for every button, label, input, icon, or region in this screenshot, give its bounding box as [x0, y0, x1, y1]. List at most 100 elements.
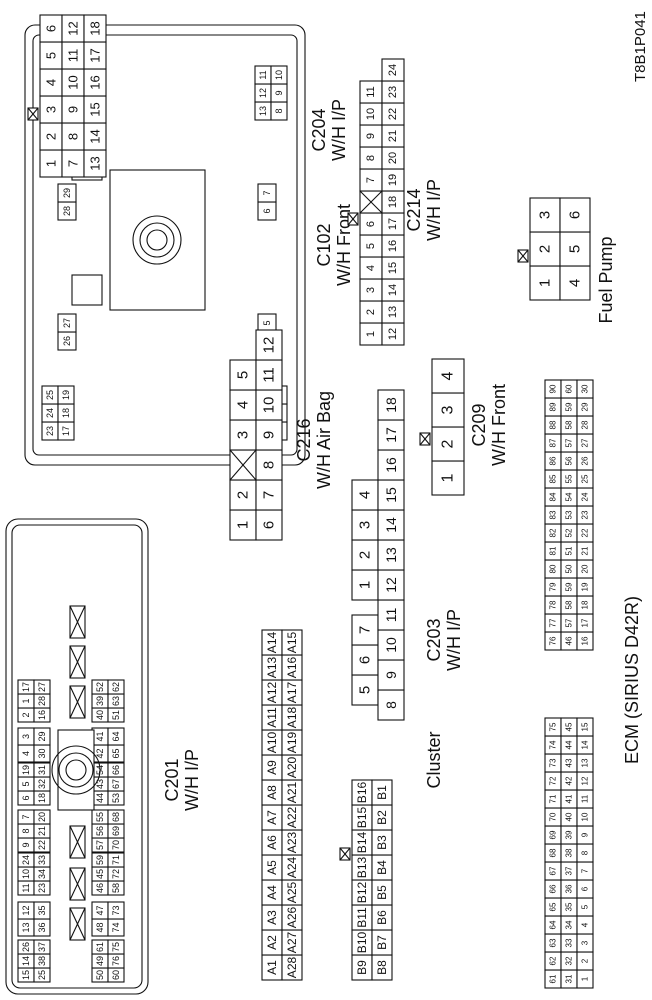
pin-label: 11 — [261, 367, 278, 383]
pin-label: 73 — [549, 758, 558, 767]
pin-label: 10 — [274, 70, 284, 80]
pin-label: B11 — [355, 907, 369, 928]
pin-label: 42 — [95, 748, 105, 758]
pin-label: 15 — [88, 102, 103, 116]
connector-label: C203 — [424, 618, 444, 661]
pin-label: 50 — [565, 564, 574, 573]
pin-label: 13 — [88, 156, 103, 170]
pin-label: 17 — [383, 427, 399, 443]
connector-label: C209 — [469, 403, 489, 446]
pin-label: 11 — [21, 883, 31, 892]
pin-label: 59 — [95, 855, 105, 865]
pin-label: 75 — [549, 722, 558, 731]
pin-label: A5 — [265, 860, 279, 875]
pin-cell — [107, 901, 125, 920]
pin-label: 57 — [95, 840, 105, 850]
pin-cell — [33, 727, 51, 746]
pin-label: 18 — [387, 196, 399, 208]
pin-label: 51 — [565, 546, 574, 555]
connector-label: W/H Air Bag — [314, 391, 334, 489]
pin-label: 24 — [45, 408, 55, 418]
pin-label: 74 — [111, 922, 121, 932]
pin-label: 2 — [44, 133, 59, 140]
pin-label: A16 — [285, 657, 299, 679]
bolt-icon — [146, 229, 168, 251]
pin-label: 14 — [387, 284, 399, 296]
connector-c201: 1514262538371312363511102423343398722212… — [5, 518, 202, 995]
pin-label: 7 — [21, 814, 31, 819]
pin-label: 10 — [383, 637, 399, 653]
pin-label: 9 — [66, 106, 81, 113]
pin-cell — [281, 629, 303, 656]
pin-label: 2 — [235, 491, 252, 499]
connector-label: C102 — [314, 223, 334, 266]
pin-label: 3 — [21, 734, 31, 739]
pin-label: B6 — [375, 910, 389, 925]
pin-label: B2 — [375, 810, 389, 825]
pin-label: 8 — [21, 828, 31, 833]
pin-label: 59 — [565, 402, 574, 411]
latch-icon — [27, 107, 39, 121]
pin-label: 62 — [111, 682, 121, 692]
pin-label: 3 — [44, 106, 59, 113]
pin-label: 68 — [549, 848, 558, 857]
pin-label: 23 — [387, 86, 399, 98]
pin-label: B16 — [355, 782, 369, 804]
pin-cell — [57, 385, 75, 405]
pin-cell — [559, 197, 591, 233]
pin-label: 9 — [21, 842, 31, 847]
pin-label: B3 — [375, 835, 389, 850]
pin-label: 66 — [111, 765, 121, 775]
pin-label: 11 — [383, 608, 399, 623]
pin-label: B7 — [375, 935, 389, 950]
pin-label: 1 — [440, 473, 457, 482]
pin-label: 38 — [37, 956, 47, 966]
pin-label: 13 — [581, 758, 590, 767]
bolt-icon — [58, 752, 94, 788]
pin-label: 10 — [581, 812, 590, 821]
pin-label: B12 — [355, 882, 369, 904]
connector-label: C214 — [404, 188, 424, 231]
latch-icon — [347, 212, 359, 226]
pin-label: 29 — [581, 402, 590, 411]
pin-label: 5 — [365, 243, 377, 249]
pin-label: 5 — [235, 371, 252, 379]
pin-label: 3 — [365, 287, 377, 293]
pin-label: 68 — [111, 812, 121, 822]
pin-label: 1 — [44, 160, 59, 167]
pin-label: 25 — [581, 474, 590, 483]
connector-label: W/H I/P — [329, 99, 349, 161]
pin-label: 21 — [581, 546, 590, 555]
pin-cell — [57, 183, 77, 203]
pin-label: 6 — [261, 521, 278, 529]
pin-label: 23 — [581, 510, 590, 519]
connector-inner — [11, 524, 143, 989]
pin-label: 63 — [549, 938, 558, 947]
pin-label: 75 — [111, 942, 121, 952]
pin-label: 67 — [111, 779, 121, 789]
pin-label: 7 — [581, 868, 590, 873]
pin-label: 4 — [357, 491, 374, 499]
pin-label: 73 — [111, 905, 121, 915]
connector-label: W/H Front — [489, 384, 509, 466]
pin-label: 16 — [88, 75, 103, 89]
pin-label: 28 — [581, 420, 590, 429]
pin-label: 17 — [61, 426, 71, 436]
pin-label: 30 — [37, 748, 47, 758]
pin-label: 47 — [95, 905, 105, 915]
pin-label: 34 — [565, 920, 574, 929]
pin-label: A21 — [285, 782, 299, 804]
pin-label: 69 — [549, 830, 558, 839]
pin-cell — [33, 852, 51, 868]
pin-label: 66 — [549, 884, 558, 893]
pin-label: A24 — [285, 857, 299, 879]
pin-label: 18 — [88, 21, 103, 35]
pin-label: 55 — [95, 812, 105, 822]
pin-label: 12 — [581, 776, 590, 785]
pin-label: A15 — [285, 632, 299, 654]
blank-cavity-cross — [69, 685, 86, 719]
pin-label: 12 — [258, 88, 268, 98]
